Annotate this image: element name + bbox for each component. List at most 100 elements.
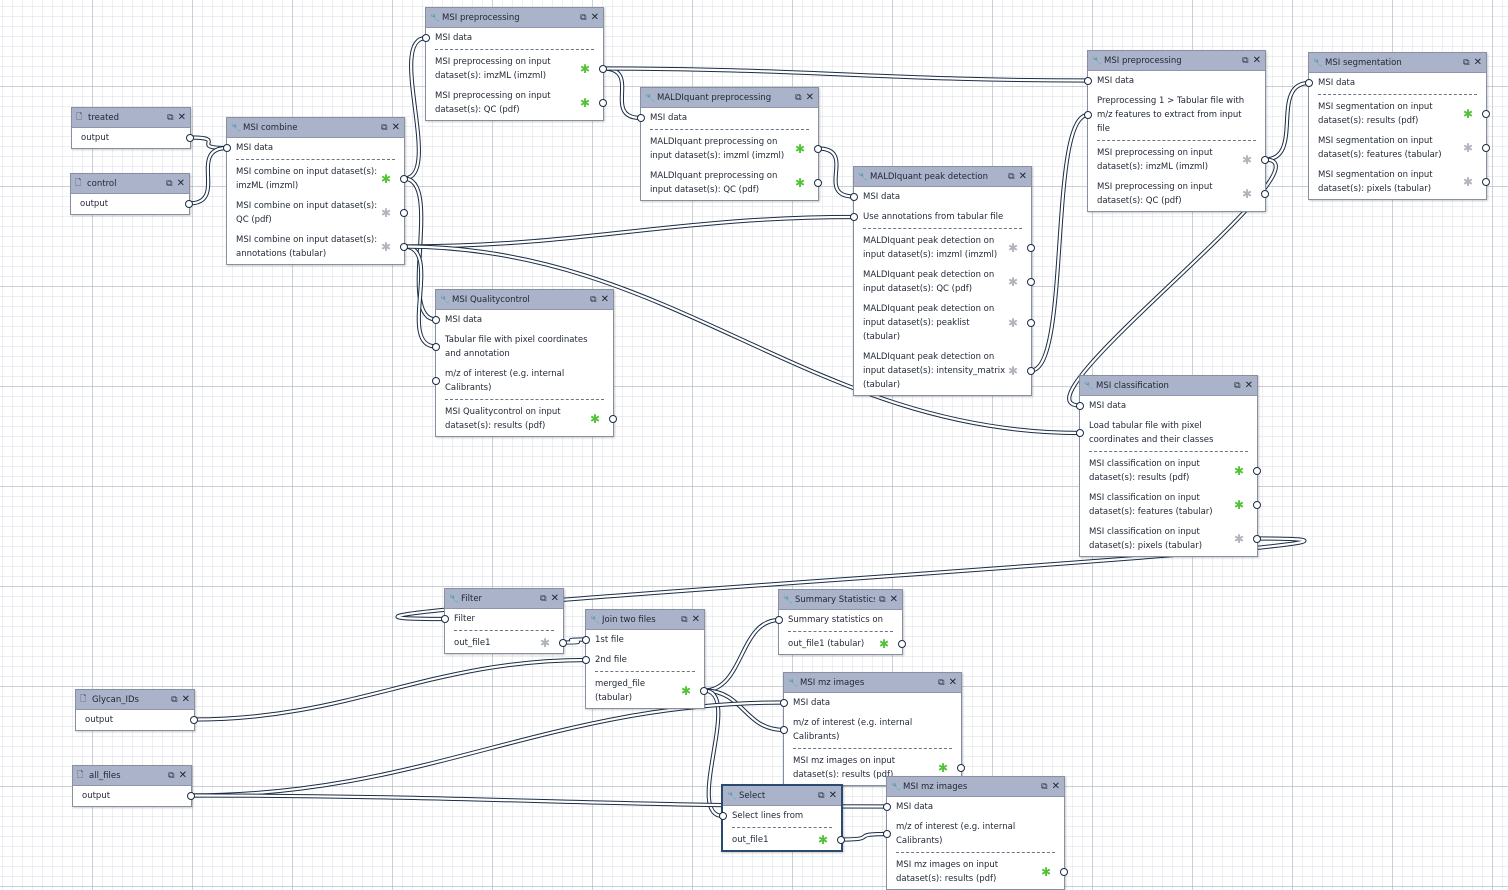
close-icon[interactable]: ✕ <box>1252 55 1261 66</box>
asterisk-icon[interactable]: ✱ <box>1241 187 1252 201</box>
output-terminal[interactable] <box>700 686 708 695</box>
output-terminal[interactable] <box>814 144 822 153</box>
asterisk-icon[interactable]: ✱ <box>1233 498 1244 512</box>
close-icon[interactable]: ✕ <box>1473 57 1482 68</box>
asterisk-icon[interactable]: ✱ <box>878 637 889 651</box>
node-header[interactable]: 🗋Glycan_IDs⧉✕ <box>76 690 194 710</box>
node-header[interactable]: 🔧Select⧉✕ <box>723 786 841 806</box>
input-terminal[interactable] <box>883 802 891 811</box>
input-terminal[interactable] <box>1084 111 1092 119</box>
node-header[interactable]: 🗋treated⧉✕ <box>72 108 190 128</box>
node-header[interactable]: 🔧MALDIquant peak detection⧉✕ <box>854 167 1031 187</box>
input-terminal[interactable] <box>850 192 858 201</box>
output-terminal[interactable] <box>1253 534 1261 543</box>
copy-icon[interactable]: ⧉ <box>795 92 802 103</box>
copy-icon[interactable]: ⧉ <box>938 677 945 688</box>
node-header[interactable]: 🔧Filter⧉✕ <box>445 589 563 609</box>
asterisk-icon[interactable]: ✱ <box>794 142 805 156</box>
node-header[interactable]: 🗋control⧉✕ <box>71 174 189 194</box>
input-terminal[interactable] <box>441 615 449 623</box>
node-header[interactable]: 🔧Summary Statistics⧉✕ <box>779 590 902 610</box>
tool-node-msi-mz-images[interactable]: 🔧MSI mz images⧉✕ MSI data m/z of interes… <box>780 672 965 786</box>
node-header[interactable]: 🗋all_files⧉✕ <box>73 766 191 786</box>
asterisk-icon[interactable]: ✱ <box>1462 107 1473 121</box>
asterisk-icon[interactable]: ✱ <box>1462 175 1473 189</box>
output-terminal[interactable] <box>599 98 607 107</box>
asterisk-icon[interactable]: ✱ <box>1233 464 1244 478</box>
tool-node-msi-combine[interactable]: 🔧MSI combine⧉✕ MSI data MSI combine on i… <box>223 117 408 265</box>
output-terminal[interactable] <box>400 208 408 217</box>
close-icon[interactable]: ✕ <box>176 178 185 189</box>
asterisk-icon[interactable]: ✱ <box>579 96 590 110</box>
output-terminal[interactable] <box>1261 155 1269 164</box>
copy-icon[interactable]: ⧉ <box>168 770 175 781</box>
asterisk-icon[interactable]: ✱ <box>1241 153 1252 167</box>
input-terminal[interactable] <box>422 34 430 42</box>
input-terminal[interactable] <box>883 830 891 838</box>
close-icon[interactable]: ✕ <box>181 694 190 705</box>
tool-node-summary-statistics[interactable]: 🔧Summary Statistics⧉✕ Summary statistics… <box>775 589 906 655</box>
output-terminal[interactable] <box>187 791 195 800</box>
input-terminal[interactable] <box>1305 79 1313 87</box>
input-terminal[interactable] <box>775 616 783 624</box>
copy-icon[interactable]: ⧉ <box>590 294 597 305</box>
output-terminal[interactable] <box>1253 500 1261 509</box>
asterisk-icon[interactable]: ✱ <box>380 172 391 186</box>
copy-icon[interactable]: ⧉ <box>1234 380 1241 391</box>
input-terminal[interactable] <box>1084 76 1092 85</box>
copy-icon[interactable]: ⧉ <box>580 12 587 23</box>
close-icon[interactable]: ✕ <box>1018 171 1027 182</box>
asterisk-icon[interactable]: ✱ <box>1040 865 1051 879</box>
close-icon[interactable]: ✕ <box>550 593 559 604</box>
copy-icon[interactable]: ⧉ <box>171 694 178 705</box>
input-node-all-files[interactable]: 🗋all_files⧉✕ output <box>72 765 195 807</box>
asterisk-icon[interactable]: ✱ <box>1007 316 1018 330</box>
output-terminal[interactable] <box>1482 177 1490 186</box>
tool-node-join-two-files[interactable]: 🔧Join two files⧉✕ 1st file 2nd file merg… <box>582 609 708 709</box>
input-terminal[interactable] <box>780 698 788 707</box>
close-icon[interactable]: ✕ <box>805 92 814 103</box>
output-terminal[interactable] <box>1482 109 1490 118</box>
node-header[interactable]: 🔧MSI Qualitycontrol⧉✕ <box>436 290 613 310</box>
copy-icon[interactable]: ⧉ <box>1008 171 1015 182</box>
input-terminal[interactable] <box>780 726 788 734</box>
node-header[interactable]: 🔧MSI segmentation⧉✕ <box>1309 53 1486 73</box>
copy-icon[interactable]: ⧉ <box>879 594 886 605</box>
input-terminal[interactable] <box>719 812 727 820</box>
asterisk-icon[interactable]: ✱ <box>1007 241 1018 255</box>
input-terminal[interactable] <box>432 315 440 324</box>
input-node-control[interactable]: 🗋control⧉✕ output <box>70 173 193 215</box>
asterisk-icon[interactable]: ✱ <box>1462 141 1473 155</box>
output-terminal[interactable] <box>186 133 194 142</box>
output-terminal[interactable] <box>898 639 906 648</box>
output-terminal[interactable] <box>1027 243 1035 252</box>
input-terminal[interactable] <box>582 635 590 644</box>
copy-icon[interactable]: ⧉ <box>167 112 174 123</box>
asterisk-icon[interactable]: ✱ <box>937 761 948 775</box>
node-header[interactable]: 🔧MSI preprocessing⧉✕ <box>426 8 603 28</box>
tool-node-msi-preprocessing-2[interactable]: 🔧MSI preprocessing⧉✕ MSI data Preprocess… <box>1084 50 1269 212</box>
close-icon[interactable]: ✕ <box>178 770 187 781</box>
copy-icon[interactable]: ⧉ <box>681 614 688 625</box>
output-terminal[interactable] <box>1482 143 1490 152</box>
copy-icon[interactable]: ⧉ <box>166 178 173 189</box>
output-terminal[interactable] <box>190 715 198 724</box>
tool-node-msi-segmentation[interactable]: 🔧MSI segmentation⧉✕ MSI data MSI segment… <box>1305 52 1490 200</box>
asterisk-icon[interactable]: ✱ <box>1233 532 1244 546</box>
asterisk-icon[interactable]: ✱ <box>539 636 550 650</box>
tool-node-msi-classification[interactable]: 🔧MSI classification⧉✕ MSI data Load tabu… <box>1076 375 1261 557</box>
tool-node-msi-preprocessing[interactable]: 🔧MSI preprocessing⧉✕ MSI data MSI prepro… <box>422 7 607 121</box>
tool-node-maldiquant-peak-detection[interactable]: 🔧MALDIquant peak detection⧉✕ MSI data Us… <box>850 166 1035 396</box>
output-terminal[interactable] <box>400 242 408 251</box>
output-terminal[interactable] <box>185 199 193 208</box>
output-terminal[interactable] <box>957 763 965 772</box>
output-terminal[interactable] <box>1027 277 1035 286</box>
output-terminal[interactable] <box>599 64 607 73</box>
close-icon[interactable]: ✕ <box>1244 380 1253 391</box>
close-icon[interactable]: ✕ <box>590 12 599 23</box>
asterisk-icon[interactable]: ✱ <box>1007 275 1018 289</box>
output-terminal[interactable] <box>400 174 408 183</box>
output-terminal[interactable] <box>609 414 617 423</box>
tool-node-maldiquant-preprocessing[interactable]: 🔧MALDIquant preprocessing⧉✕ MSI data MAL… <box>637 87 822 201</box>
output-terminal[interactable] <box>814 178 822 187</box>
